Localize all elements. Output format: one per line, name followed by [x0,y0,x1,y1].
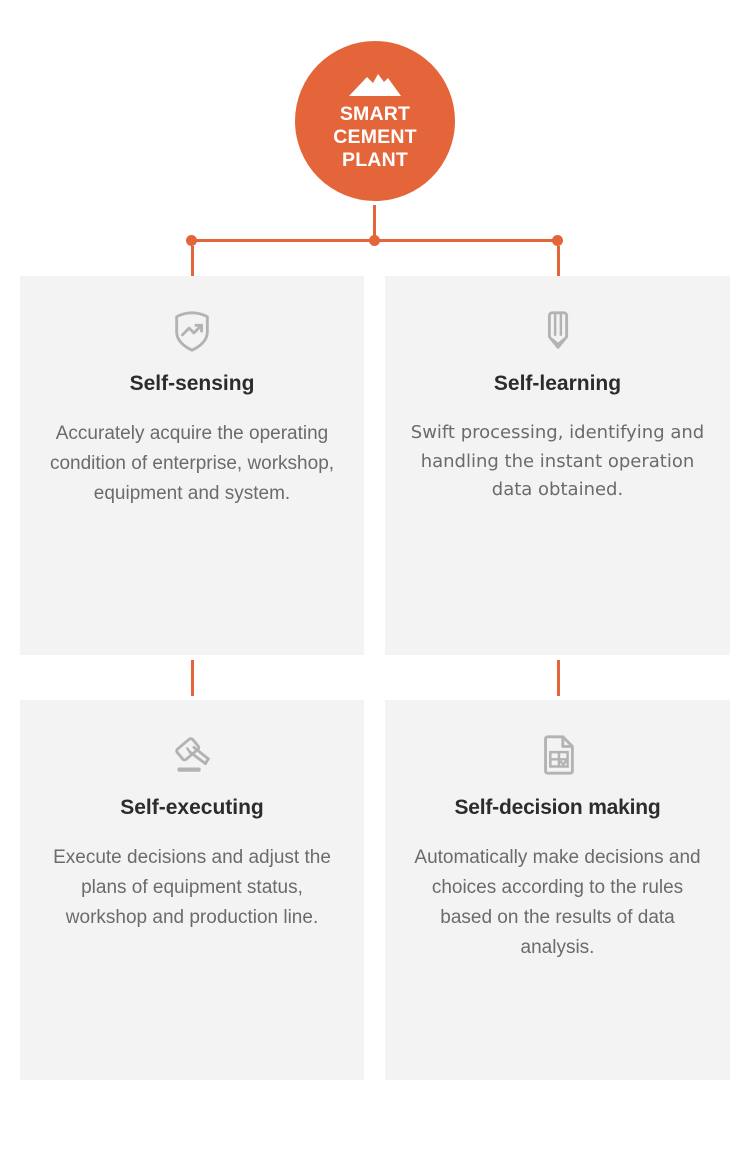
card-description: Accurately acquire the operating conditi… [49,423,335,505]
gavel-icon [169,732,215,778]
card-description: Execute decisions and adjust the plans o… [53,847,331,929]
connector-horizontal-bus [192,239,558,242]
document-table-check-icon [535,732,581,778]
card-title: Self-learning [493,372,622,395]
hub-node-smart-cement-plant: SMART CEMENT PLANT [295,41,455,201]
hub-title: SMART CEMENT PLANT [333,102,417,171]
connector-link-left-column [191,660,194,696]
pencil-icon [535,308,581,354]
connector-link-right-column [557,660,560,696]
card-title: Self-sensing [129,372,255,395]
card-self-decision-making[interactable]: Self-decision making Automatically make … [385,700,730,1080]
connector-drop-left [191,246,194,276]
connector-drop-right [557,246,560,276]
card-title: Self-decision making [454,796,661,819]
card-self-learning[interactable]: Self-learning Swift processing, identify… [385,276,730,655]
shield-trend-icon [169,308,215,354]
card-description: Automatically make decisions and choices… [414,847,701,959]
connector-dot-center [369,235,380,246]
card-self-executing[interactable]: Self-executing Execute decisions and adj… [20,700,364,1080]
mountain-pile-icon [347,71,403,97]
connector-stem-vertical [373,205,376,241]
connector-dot-right [552,235,563,246]
connector-dot-left [186,235,197,246]
card-title: Self-executing [120,796,264,819]
card-description: Swift processing, identifying and handli… [410,422,705,501]
card-self-sensing[interactable]: Self-sensing Accurately acquire the oper… [20,276,364,655]
